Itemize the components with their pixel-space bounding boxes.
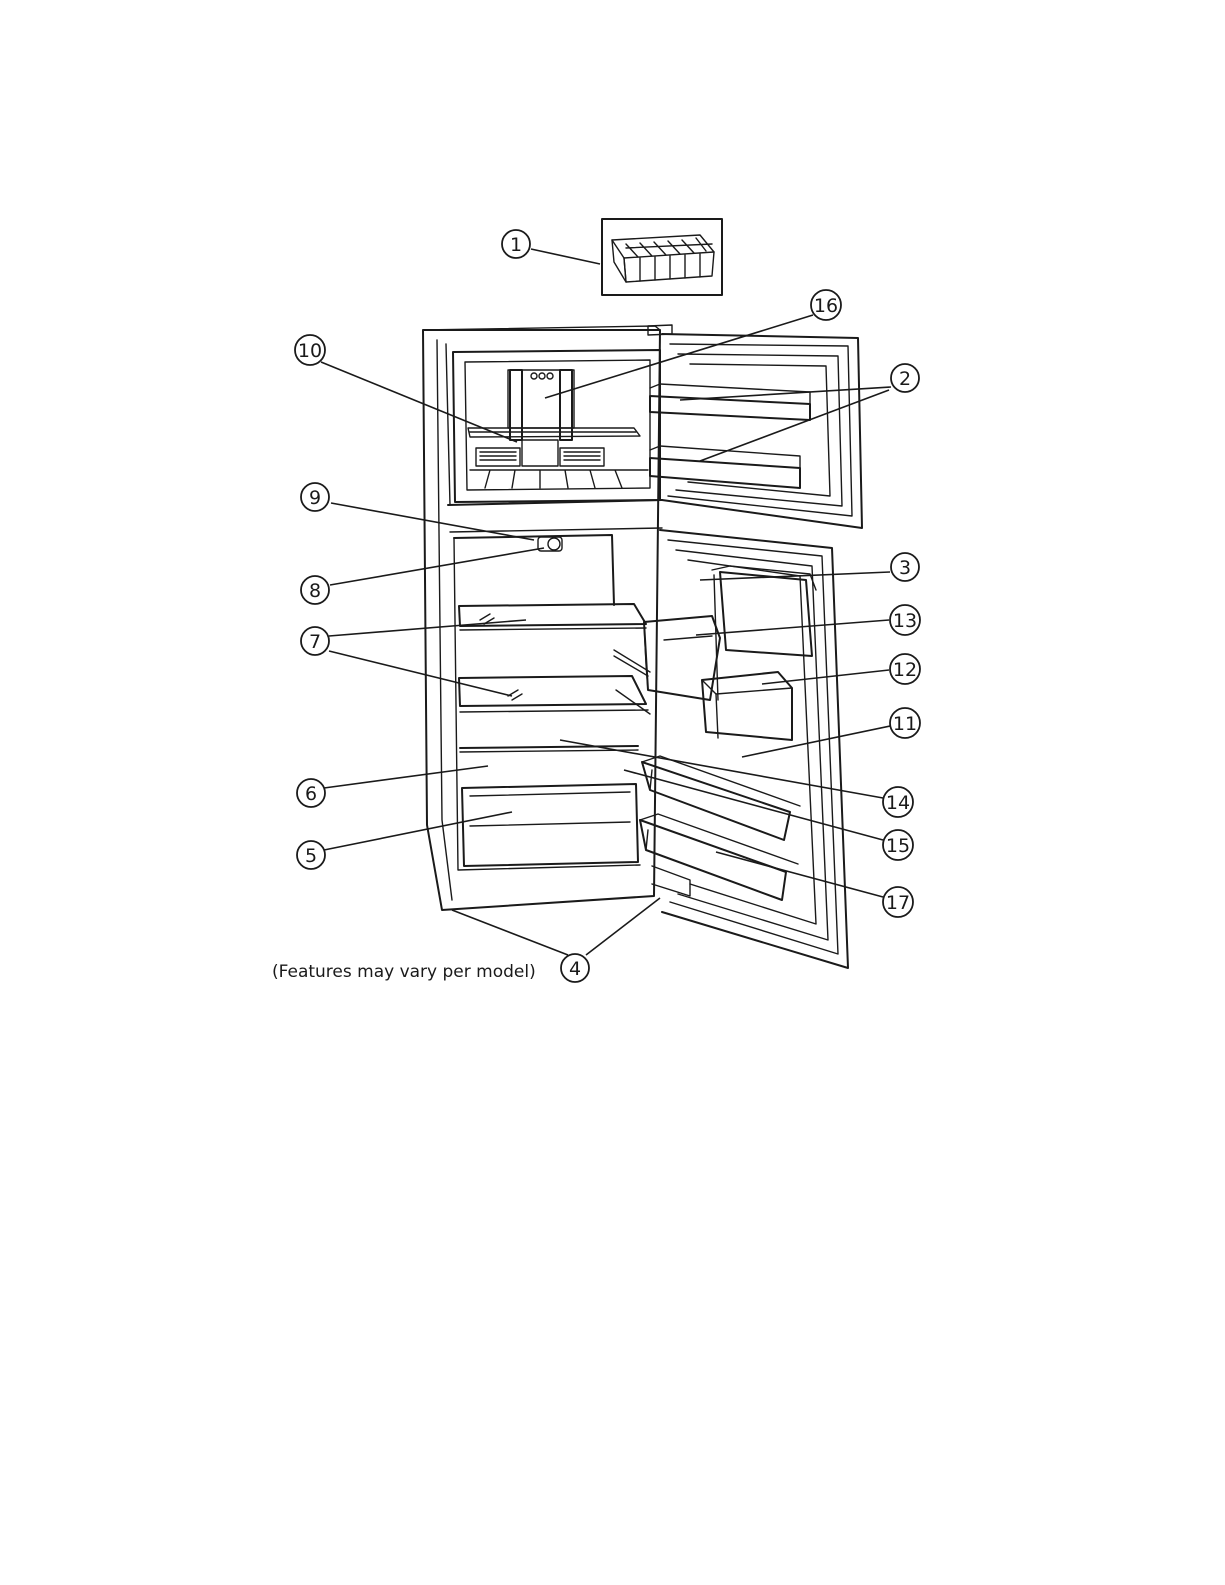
callout-5: 5 bbox=[297, 841, 325, 869]
callout-17: 17 bbox=[883, 887, 913, 917]
svg-text:9: 9 bbox=[309, 487, 321, 509]
callout-13: 13 bbox=[890, 605, 920, 635]
ice-tray-inset bbox=[602, 219, 722, 295]
ice-tray-icon bbox=[612, 235, 714, 282]
callout-12: 12 bbox=[890, 654, 920, 684]
callout-15: 15 bbox=[883, 830, 913, 860]
svg-text:2: 2 bbox=[899, 368, 911, 390]
callout-2: 2 bbox=[891, 364, 919, 392]
callout-7: 7 bbox=[301, 627, 329, 655]
svg-text:6: 6 bbox=[305, 783, 317, 805]
callout-6: 6 bbox=[297, 779, 325, 807]
svg-text:12: 12 bbox=[893, 659, 917, 681]
svg-text:14: 14 bbox=[886, 792, 910, 814]
svg-text:7: 7 bbox=[309, 631, 321, 653]
fresh-food-door bbox=[640, 530, 848, 968]
callout-11: 11 bbox=[890, 708, 920, 738]
svg-text:8: 8 bbox=[309, 580, 321, 602]
callout-8: 8 bbox=[301, 576, 329, 604]
svg-text:10: 10 bbox=[298, 340, 322, 362]
callout-16: 16 bbox=[811, 290, 841, 320]
svg-text:5: 5 bbox=[305, 845, 317, 867]
svg-text:3: 3 bbox=[899, 557, 911, 579]
callout-10: 10 bbox=[295, 335, 325, 365]
svg-text:15: 15 bbox=[886, 835, 910, 857]
svg-text:11: 11 bbox=[893, 713, 917, 735]
callout-14: 14 bbox=[883, 787, 913, 817]
svg-text:13: 13 bbox=[893, 610, 917, 632]
features-caption: (Features may vary per model) bbox=[272, 962, 536, 982]
callout-1: 1 bbox=[502, 230, 530, 258]
svg-text:17: 17 bbox=[886, 892, 910, 914]
svg-text:16: 16 bbox=[814, 295, 838, 317]
freezer-door bbox=[650, 334, 862, 528]
callout-3: 3 bbox=[891, 553, 919, 581]
callout-4: 4 bbox=[561, 954, 589, 982]
svg-text:1: 1 bbox=[510, 234, 522, 256]
svg-text:4: 4 bbox=[569, 958, 581, 980]
callout-9: 9 bbox=[301, 483, 329, 511]
